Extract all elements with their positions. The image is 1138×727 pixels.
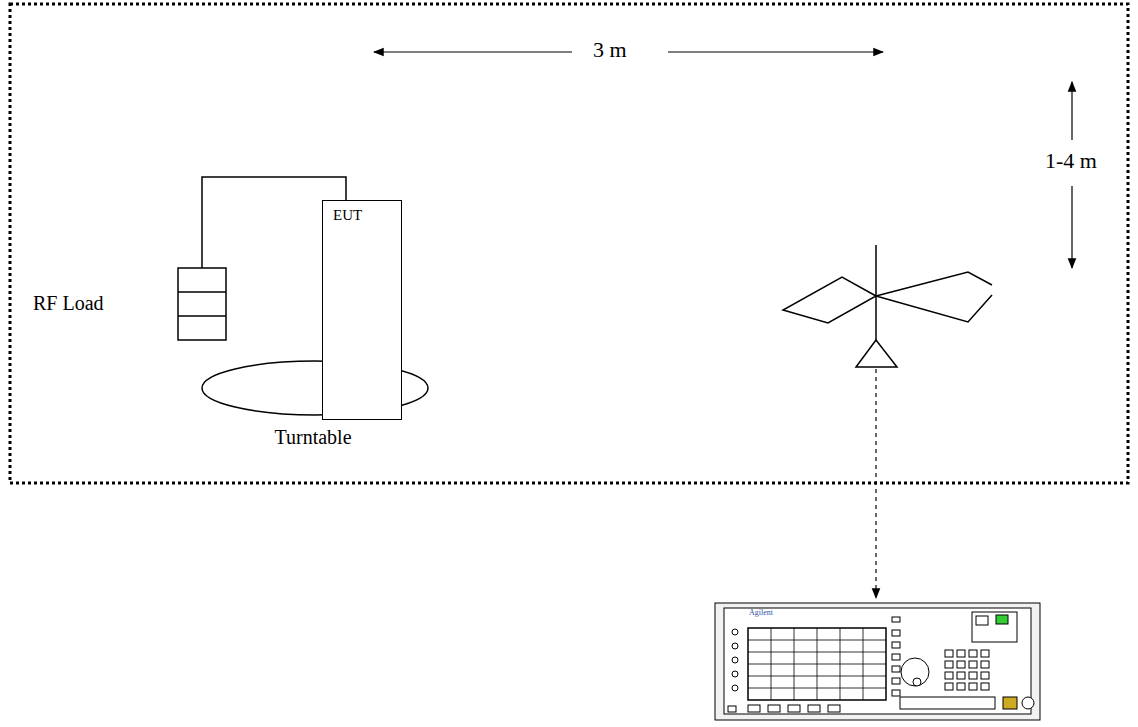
dimension-arrow — [668, 51, 883, 52]
node-label: Turntable — [200, 426, 426, 449]
dimension-arrow — [374, 51, 572, 52]
node-label: RF Load — [33, 292, 104, 315]
dimension-label: 3 m — [590, 38, 630, 62]
rf-load-symbol — [177, 267, 227, 341]
dimension-arrow — [1071, 82, 1072, 140]
eut-box: EUT — [322, 200, 402, 420]
dimension-arrow — [1071, 186, 1072, 268]
cable-arrow — [875, 369, 876, 598]
brand-label: Agilent — [749, 609, 773, 618]
node-label: EUT — [333, 207, 401, 224]
chamber-boundary — [10, 4, 1128, 483]
rf-load: RF Load — [30, 268, 226, 340]
dimension-label: 1-4 m — [1042, 149, 1100, 173]
spectrum-analyzer — [715, 603, 1040, 720]
biconical-antenna — [783, 245, 992, 367]
